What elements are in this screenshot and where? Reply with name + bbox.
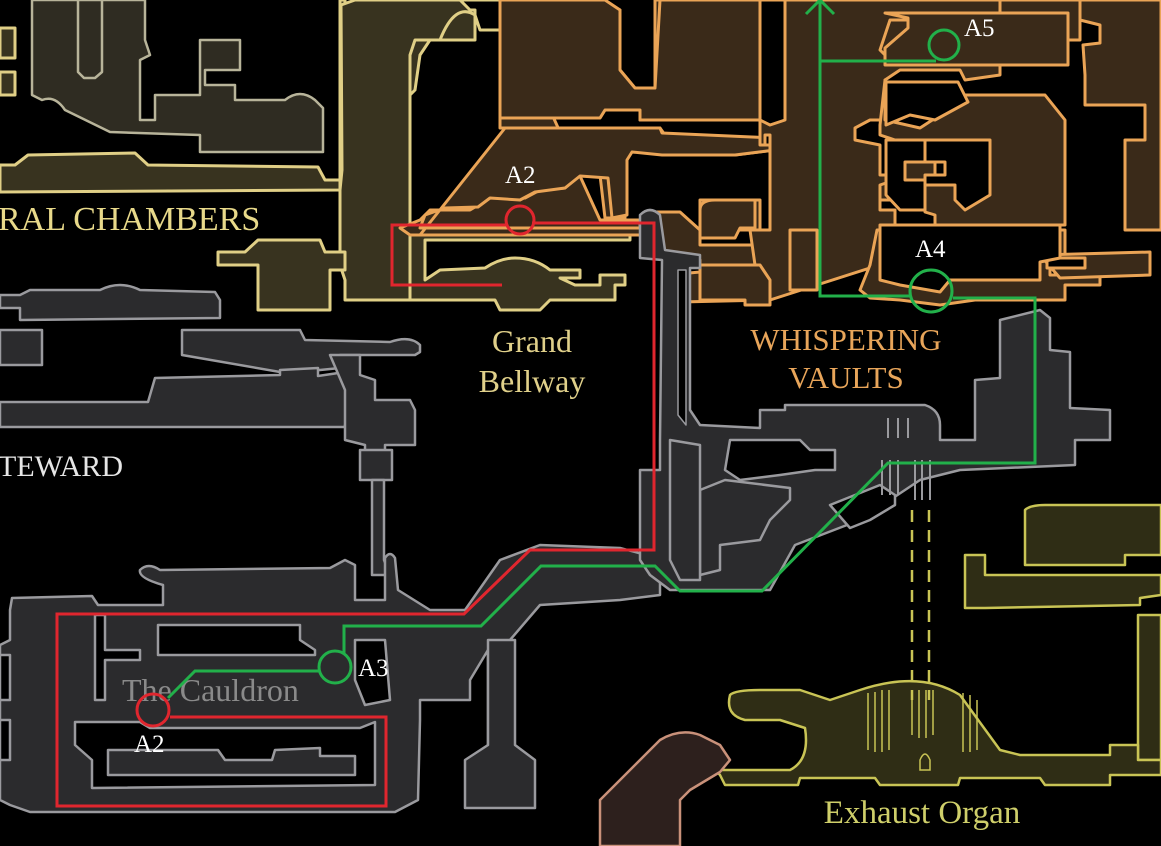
organ-pipes [867, 690, 978, 771]
marker-a3-label: A3 [358, 655, 389, 682]
region-exhaust-organ [713, 503, 1161, 787]
route-red [55, 204, 656, 808]
arrow-up-icon [804, 0, 836, 16]
label-grand-bellway-2: Bellway [479, 363, 586, 399]
label-steward: TEWARD [0, 450, 123, 483]
route-green [166, 0, 1037, 700]
marker-a4-circle[interactable] [908, 268, 954, 314]
label-grand-bellway-1: Grand [492, 323, 572, 359]
route-green-line [166, 2, 1037, 700]
marker-a3-circle[interactable] [317, 649, 353, 685]
label-exhaust-organ: Exhaust Organ [824, 795, 1020, 831]
label-whispering-vaults-1: WHISPERING [750, 322, 941, 357]
region-pink [598, 731, 732, 846]
label-the-cauldron: The Cauldron [122, 672, 299, 708]
grey-details [881, 418, 931, 500]
marker-a2-bottom-circle[interactable] [135, 692, 171, 728]
route-red-line [55, 221, 656, 808]
label-choral-chambers: RAL CHAMBERS [0, 201, 260, 238]
vault-cutouts [758, 0, 1070, 294]
region-labels: RAL CHAMBERS Grand Bellway WHISPERING VA… [0, 201, 1020, 831]
marker-a5-circle[interactable] [927, 28, 961, 62]
region-choral-chambers [0, 0, 562, 312]
marker-a2-bottom-label: A2 [134, 731, 165, 758]
marker-labels: A2 A2 A3 A4 A5 [134, 15, 995, 758]
region-grand-bellway [408, 230, 632, 312]
marker-a4-label: A4 [915, 236, 946, 263]
marker-a2-top-label: A2 [505, 162, 536, 189]
label-whispering-vaults-2: VAULTS [788, 360, 903, 395]
marker-a2-top-circle[interactable] [504, 204, 536, 236]
marker-a5-label: A5 [964, 15, 995, 42]
